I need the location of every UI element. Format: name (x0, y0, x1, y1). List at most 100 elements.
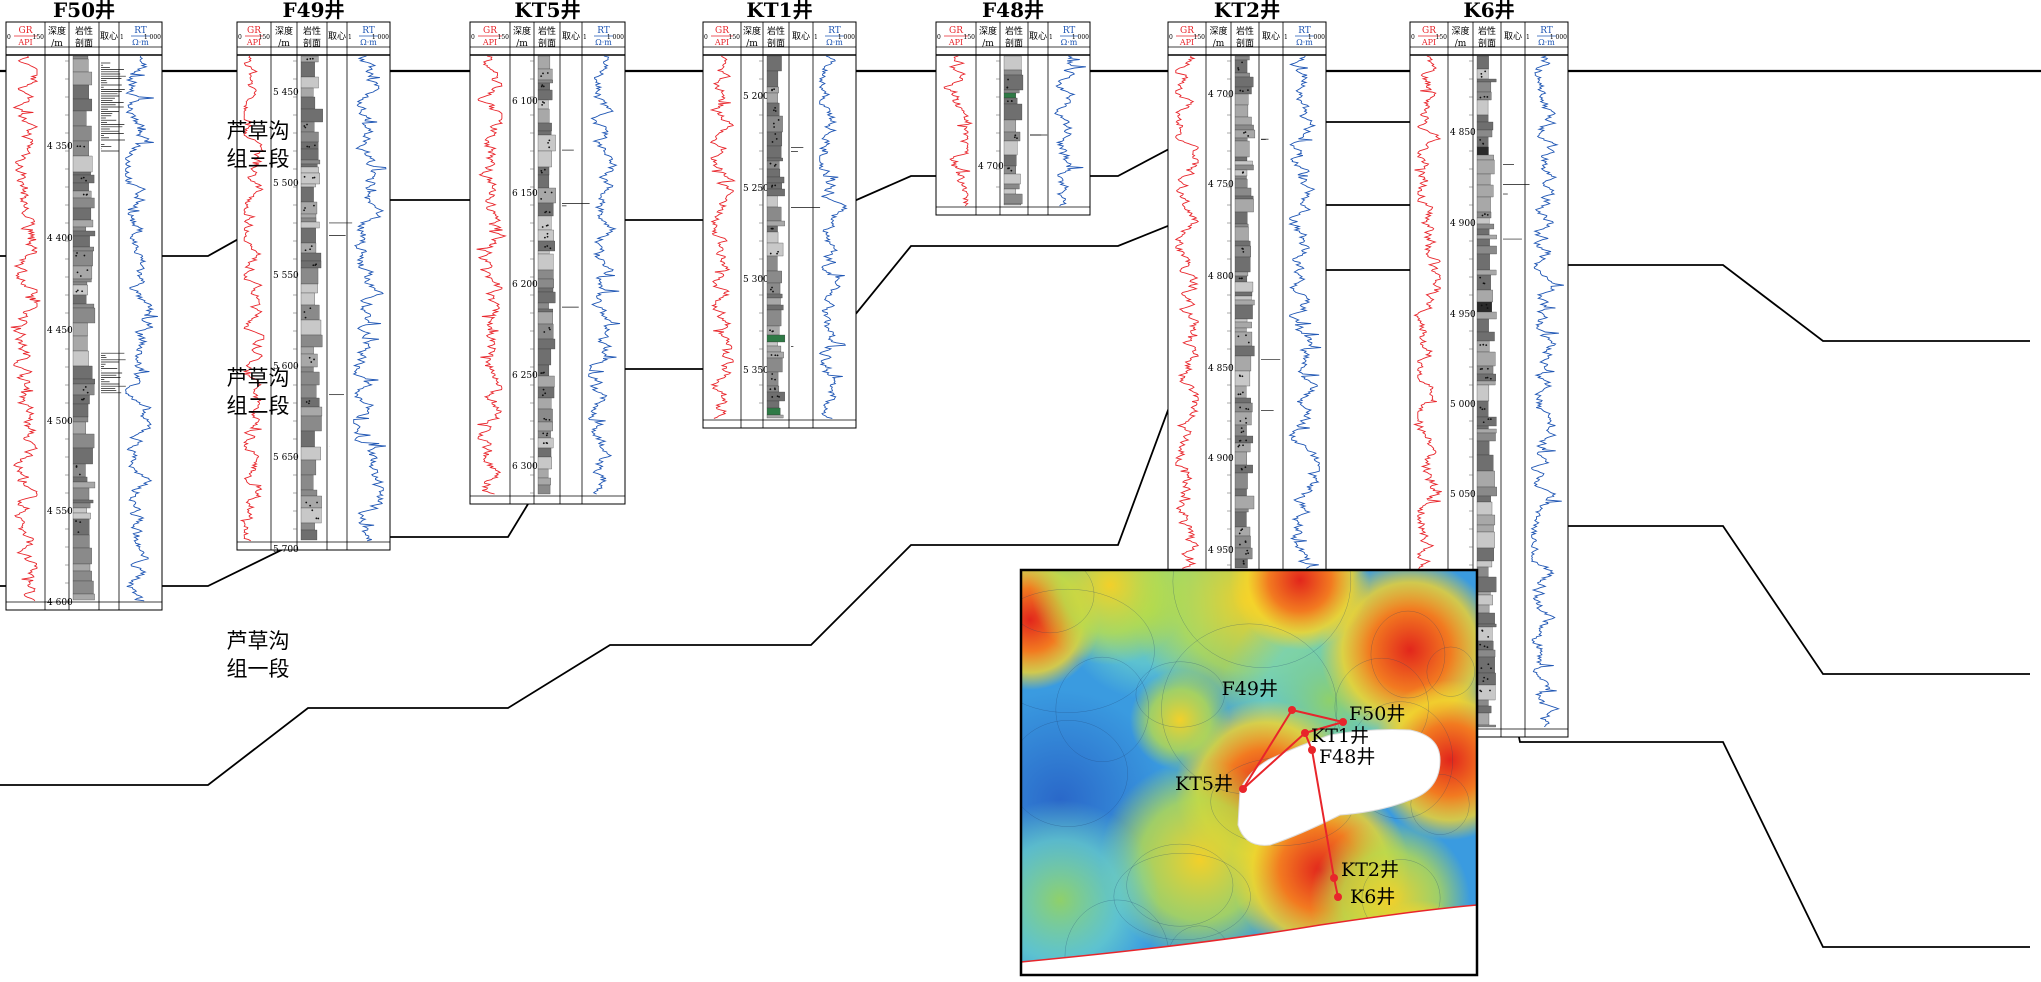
litho-dot (317, 517, 320, 520)
litho-bed (72, 365, 93, 380)
litho-dot (1483, 645, 1486, 648)
map-well-label: KT2井 (1341, 859, 1399, 881)
litho-dot (1483, 408, 1486, 410)
litho-bed (766, 55, 782, 72)
litho-dot (770, 378, 773, 380)
litho-dot (313, 358, 315, 361)
litho-bed (300, 242, 317, 254)
litho-dot (305, 401, 308, 403)
litho-bed (1234, 327, 1247, 333)
zone-label-line2: 组三段 (227, 147, 290, 171)
litho-bed (72, 281, 88, 286)
litho-bed (1476, 576, 1497, 593)
litho-bed (1476, 514, 1496, 526)
litho-bed (1234, 116, 1252, 126)
rt-max: 1 000 (1550, 34, 1567, 41)
litho-dot (1480, 72, 1483, 75)
litho-bed (766, 407, 781, 416)
well-link-line (1291, 709, 1344, 723)
litho-bed (537, 468, 549, 479)
litho-dot (774, 133, 777, 135)
core-header: 取心 (100, 31, 118, 42)
litho-dot (772, 330, 774, 333)
litho-bed (300, 283, 318, 294)
litho-dot (1237, 335, 1240, 338)
rt-max: 1 000 (838, 34, 855, 41)
litho-dot (1487, 418, 1490, 421)
litho-bed (1476, 238, 1490, 247)
litho-dot (1238, 532, 1241, 535)
litho-bed (1476, 245, 1497, 255)
litho-dot (1007, 78, 1009, 81)
litho-bed (537, 311, 553, 325)
map-contours (1021, 570, 1477, 975)
well-title: K6井 (1463, 0, 1514, 22)
litho-dot (304, 316, 307, 319)
litho-bed (766, 270, 782, 284)
litho-dot (1240, 427, 1243, 430)
litho-dot (1008, 167, 1010, 170)
litho-dot (1245, 421, 1248, 424)
depth-tick-label: 4 800 (1208, 272, 1234, 282)
litho-bed (1234, 164, 1254, 171)
depth-tick-label: 5 000 (1450, 400, 1476, 410)
rt-curve (588, 55, 621, 495)
litho-dot (1014, 134, 1017, 137)
litho-bed (300, 371, 320, 386)
litho-dot (303, 209, 305, 212)
depth-tick-label: 5 450 (273, 88, 299, 98)
litho-dot (774, 354, 777, 357)
litho-bed (72, 250, 93, 267)
litho-dot (85, 179, 87, 182)
litho-bed (766, 282, 781, 295)
litho-dot (314, 264, 317, 266)
litho-bed (1476, 81, 1492, 93)
litho-dot (1489, 418, 1492, 421)
rt-header-bottom: Ω·m (360, 38, 377, 47)
litho-bed (72, 403, 89, 418)
litho-bed (1234, 495, 1255, 510)
litho-dot (1237, 68, 1240, 71)
litho-dot (1479, 138, 1482, 141)
litho-bed (1234, 402, 1253, 413)
litho-dot (1241, 90, 1244, 93)
litho-dot (309, 307, 312, 310)
litho-bed (1234, 508, 1249, 513)
litho-dot (76, 252, 78, 254)
depth-header-2: /m (516, 39, 528, 49)
litho-bed (72, 547, 92, 565)
litho-header-1: 岩性 (767, 25, 785, 37)
litho-bed (300, 76, 319, 89)
litho-dot (1247, 89, 1249, 92)
depth-header-2: /m (278, 39, 290, 49)
map-contour-line (1055, 656, 1150, 762)
litho-bed (300, 397, 320, 408)
litho-dot (1241, 61, 1243, 64)
rt-min: 1 (1526, 34, 1530, 41)
litho-dot (776, 395, 779, 398)
well-location-point (1308, 746, 1316, 754)
litho-dot (1480, 304, 1483, 307)
litho-dot (771, 227, 774, 230)
litho-dot (776, 354, 779, 357)
litho-bed (300, 474, 314, 491)
litho-dot (774, 378, 776, 381)
gr-curve (1174, 55, 1200, 569)
litho-dot (86, 391, 89, 394)
rt-header-top: RT (1540, 26, 1553, 36)
litho-bed (766, 157, 783, 162)
gr-header-bottom: API (246, 38, 261, 47)
litho-bed (72, 98, 93, 112)
litho-bed (1476, 425, 1489, 430)
litho-bed (1476, 656, 1495, 674)
rt-curve (1054, 55, 1086, 207)
litho-bed (72, 246, 95, 252)
core-header: 取心 (328, 31, 346, 42)
depth-tick-label: 5 300 (743, 275, 769, 285)
core-header: 取心 (792, 31, 810, 42)
map-contour-line (1426, 646, 1475, 697)
litho-dot (1484, 70, 1487, 73)
depth-tick-label: 6 200 (512, 280, 538, 290)
depth-header-2: /m (746, 39, 758, 49)
